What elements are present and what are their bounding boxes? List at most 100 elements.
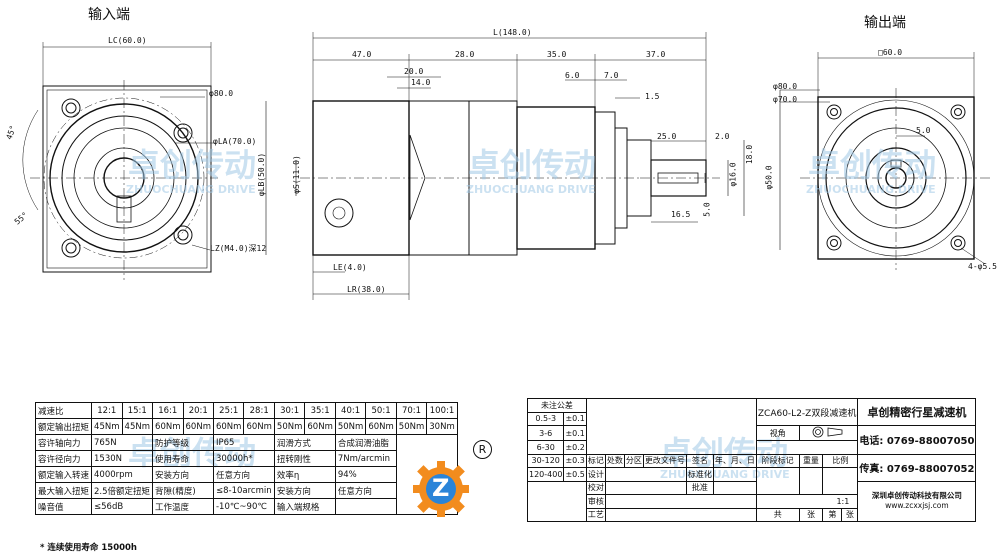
- stage-mark: 阶段标记: [755, 453, 800, 468]
- watermark-brand-en-3: ZHUOCHUANG DRIVE: [806, 183, 936, 196]
- spec-cell: 25:1: [212, 402, 245, 419]
- spec-cell: 1530N: [91, 450, 154, 467]
- view-label: 视角: [755, 425, 800, 441]
- dim-18: 18.0: [745, 144, 755, 165]
- role-blank: [604, 480, 687, 495]
- view-symbol-cell: [798, 425, 859, 441]
- watermark-brand-en-2: ZHUOCHUANG DRIVE: [466, 183, 596, 196]
- dim-7: 7.0: [604, 71, 619, 80]
- spec-cell: 20:1: [182, 402, 214, 419]
- dim-20: 20.0: [404, 67, 424, 76]
- role-blank: [604, 507, 757, 522]
- spec-cell: 30000h*: [212, 450, 275, 467]
- dim-6: 6.0: [565, 71, 580, 80]
- watermark-brand-1: 卓创传动: [128, 146, 257, 184]
- spec-cell: 50Nm: [273, 418, 306, 435]
- dim-la: φLA(70.0): [213, 137, 257, 146]
- sheet-unit: 张: [798, 507, 824, 522]
- dim-16-5: 16.5: [671, 210, 691, 219]
- spec-cell: 使用寿命: [152, 450, 214, 467]
- spec-cell: 50:1: [365, 402, 397, 419]
- spec-cell: 容许轴向力: [34, 434, 93, 451]
- watermark-brand-3: 卓创传动: [808, 146, 937, 184]
- dim-lc: LC(60.0): [108, 36, 147, 45]
- spec-cell: 60Nm: [182, 418, 214, 435]
- registered-letter: R: [478, 443, 487, 456]
- spec-table: 减速比 12:1 15:1 16:1 20:1 25:1 28:1 30:1 3…: [34, 402, 458, 515]
- side-view: [265, 32, 745, 300]
- spec-cell: 40:1: [334, 402, 367, 419]
- tol-range: 0.5-3: [526, 411, 565, 426]
- tol-value: ±0.2: [563, 440, 587, 455]
- spec-cell: 100:1: [426, 402, 458, 419]
- dim-25: 25.0: [657, 132, 677, 141]
- weight-label: 重量: [798, 453, 824, 468]
- revision-blank: [585, 398, 757, 455]
- input-view: [22, 42, 218, 280]
- tolerance-title: 未注公差: [527, 398, 587, 413]
- company-block: 深圳卓创传动科技有限公司 www.zcxxjsj.com: [857, 480, 977, 522]
- std-blank: [712, 467, 757, 482]
- registered-mark: R: [473, 440, 492, 459]
- dim-2: 2.0: [715, 132, 730, 141]
- spec-cell: 45Nm: [91, 418, 123, 435]
- spec-prop-row: 容许径向力 1530N 使用寿命 30000h* 扭转刚性 7Nm/arcmin: [34, 450, 458, 467]
- spec-cell: 60Nm: [152, 418, 184, 435]
- spec-cell: 防护等级: [152, 434, 214, 451]
- spec-cell: 润滑方式: [273, 434, 336, 451]
- spec-cell: 额定输出扭矩: [34, 418, 93, 435]
- spec-cell: 安装方向: [152, 466, 214, 483]
- output-view-title: 输出端: [864, 15, 906, 31]
- spec-cell: 额定输入转速: [34, 466, 93, 483]
- spec-cell: 60Nm: [365, 418, 397, 435]
- company-website: www.zcxxjsj.com: [885, 501, 949, 511]
- rev-header: 更改文件号: [642, 453, 687, 468]
- spec-cell: 合成润滑油脂: [334, 434, 397, 451]
- dim-sq60: □60.0: [878, 48, 903, 57]
- dim-5-side: 5.0: [702, 202, 712, 217]
- dim-28: 28.0: [455, 50, 475, 59]
- dim-phi16: φ16.0: [728, 162, 738, 187]
- input-view-title: 输入端: [88, 7, 130, 23]
- dim-holes: 4-φ5.5: [968, 262, 997, 271]
- spec-cell: 50Nm: [395, 418, 428, 435]
- spec-cell: 28:1: [243, 402, 275, 419]
- sheet-no: 第: [822, 507, 843, 522]
- dim-phi50: φ50.0: [764, 165, 774, 190]
- watermark-brand-en-1: ZHUOCHUANG DRIVE: [126, 183, 256, 196]
- sheet-unit2: 张: [841, 507, 859, 522]
- tol-value: ±0.1: [563, 425, 587, 441]
- role-blank: [604, 494, 757, 509]
- spec-cell: 7Nm/arcmin: [334, 450, 397, 467]
- dim-lr: LR(38.0): [347, 285, 386, 294]
- tol-value: ±0.1: [563, 411, 587, 426]
- spec-prop-row: 额定输入转速 4000rpm 安装方向 任意方向 效率η 94%: [34, 466, 458, 483]
- rev-header: 处数: [604, 453, 625, 468]
- product-name: 卓创精密行星减速机: [857, 398, 977, 426]
- spec-cell: 噪音值: [34, 498, 93, 515]
- dim-35: 35.0: [547, 50, 567, 59]
- logo-letter: Z: [432, 474, 450, 502]
- spec-cell: ≤56dB: [91, 498, 154, 515]
- spec-cell: 45Nm: [121, 418, 154, 435]
- fax: 传真: 0769-88007052: [857, 453, 977, 482]
- dim-1-5: 1.5: [645, 92, 660, 101]
- spec-cell: 容许径向力: [34, 450, 93, 467]
- scale-label: 比例: [822, 453, 859, 468]
- watermark-brand-2: 卓创传动: [468, 146, 597, 184]
- spec-cell: 安装方向: [273, 482, 336, 499]
- dim-lb: φLB(50.0): [257, 152, 267, 197]
- spec-cell: 16:1: [152, 402, 184, 419]
- dim-s: φS(11.0): [291, 155, 301, 194]
- rev-header: 年、月、日: [712, 453, 757, 468]
- gear-icon: [413, 461, 469, 517]
- dim-l-total: L(148.0): [493, 28, 532, 37]
- spec-cell: 60Nm: [212, 418, 245, 435]
- spec-cell: 12:1: [91, 402, 123, 419]
- rev-header: 标记: [585, 453, 606, 468]
- role-blank: [604, 467, 687, 482]
- spec-cell: 30:1: [273, 402, 306, 419]
- approve-label: 批准: [685, 480, 714, 495]
- dim-47: 47.0: [352, 50, 372, 59]
